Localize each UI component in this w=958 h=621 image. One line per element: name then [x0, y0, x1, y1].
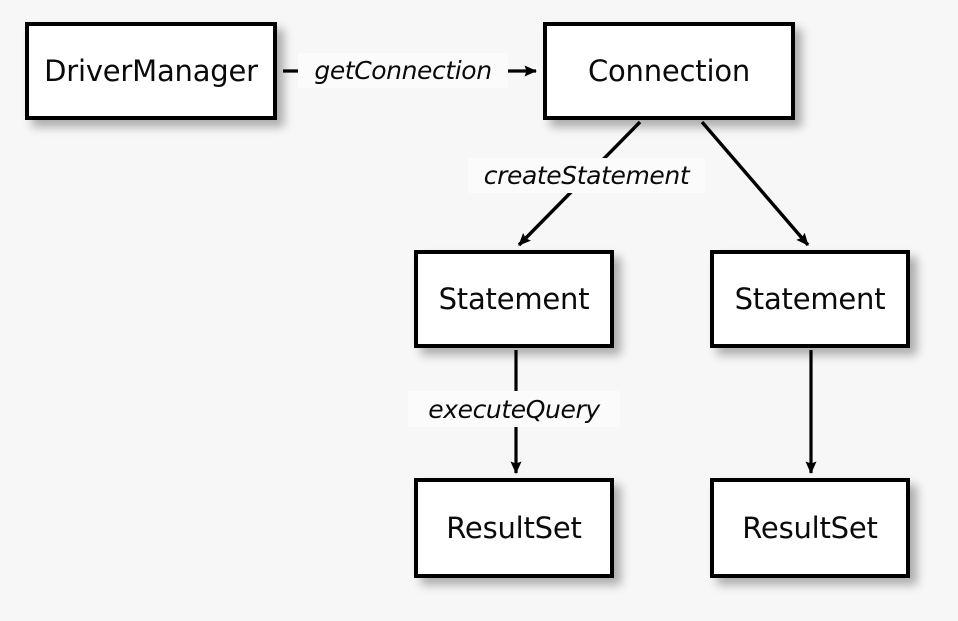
node-resultset-right-label: ResultSet: [742, 511, 878, 545]
node-connection-label: Connection: [587, 54, 751, 88]
node-statement-right-label: Statement: [734, 282, 886, 316]
edge-label-create-statement: createStatement: [468, 158, 705, 193]
edge-label-execute-query: executeQuery: [408, 391, 620, 427]
node-statement-right[interactable]: Statement: [710, 250, 910, 348]
node-driver-manager[interactable]: DriverManager: [25, 22, 277, 120]
edge-label-create-statement-text: createStatement: [483, 161, 690, 190]
node-resultset-left[interactable]: ResultSet: [414, 478, 614, 578]
edge-label-get-connection-text: getConnection: [314, 56, 492, 85]
node-statement-left[interactable]: Statement: [414, 250, 614, 348]
node-statement-left-label: Statement: [438, 282, 590, 316]
node-resultset-left-label: ResultSet: [446, 511, 582, 545]
edge-label-execute-query-text: executeQuery: [428, 394, 600, 424]
edge-label-get-connection: getConnection: [298, 53, 508, 88]
node-connection[interactable]: Connection: [543, 22, 795, 120]
node-resultset-right[interactable]: ResultSet: [710, 478, 910, 578]
node-driver-manager-label: DriverManager: [44, 54, 258, 88]
edge-create-statement-2-line: [700, 120, 810, 247]
